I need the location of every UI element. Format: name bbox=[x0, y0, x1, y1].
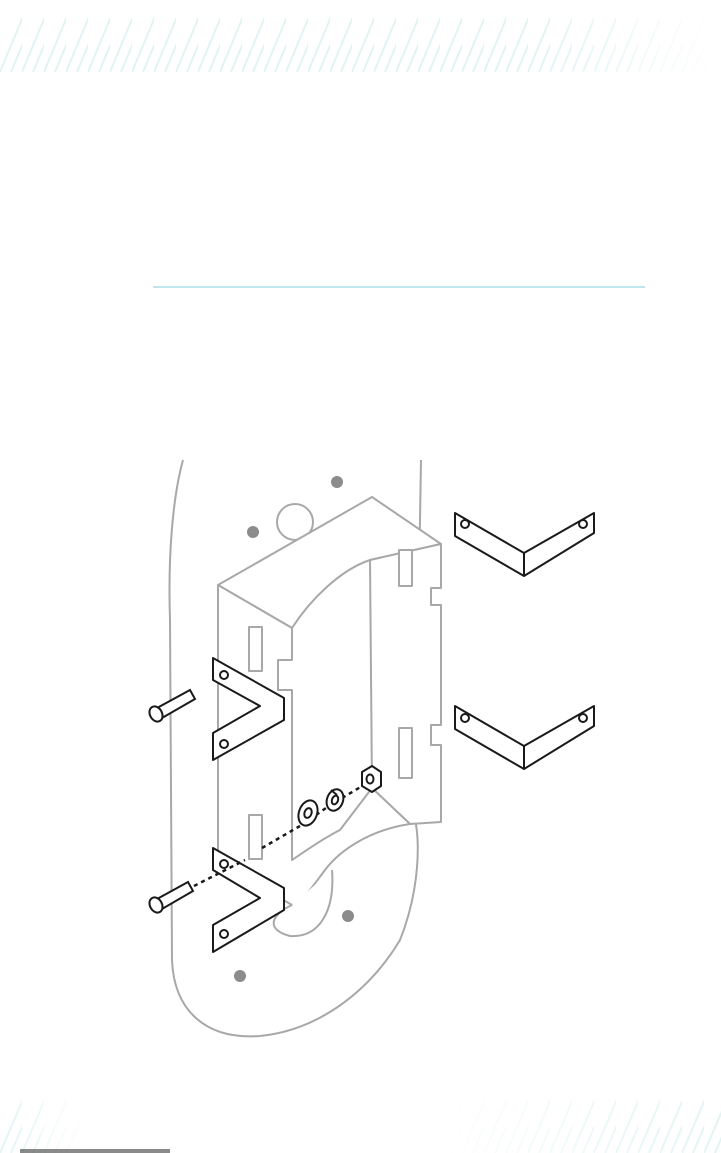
angle-bracket-right-upper bbox=[455, 513, 594, 576]
flat-washer bbox=[295, 798, 321, 829]
stripe-pattern-bottom bbox=[0, 1083, 721, 1153]
assembly-diagram bbox=[0, 440, 721, 1080]
stripe-pattern-top bbox=[0, 0, 721, 72]
angle-bracket-right-lower bbox=[455, 706, 594, 769]
lock-washer bbox=[324, 787, 347, 813]
top-stripe-band bbox=[0, 0, 721, 72]
hex-nut bbox=[362, 766, 381, 792]
footer-trim bbox=[20, 1149, 170, 1153]
bottom-stripe-band bbox=[0, 1083, 721, 1153]
section-divider bbox=[153, 286, 645, 288]
bolt-lower bbox=[147, 882, 193, 915]
assembly-svg bbox=[0, 440, 721, 1080]
